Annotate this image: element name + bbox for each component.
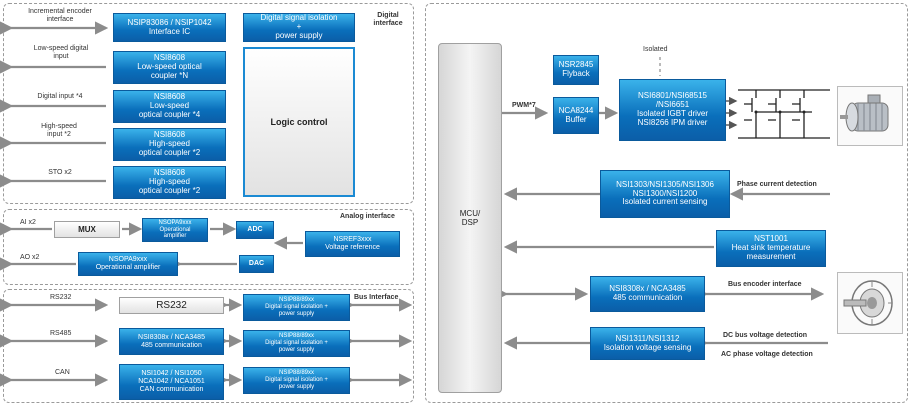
pwm-label: PWM*7 bbox=[512, 102, 536, 109]
label-incremental-encoder: Incremental encoder interface bbox=[28, 8, 92, 24]
digital-isolation-power-box: Digital signal isolation+power supply bbox=[243, 13, 355, 42]
phase-current-label: Phase current detection bbox=[737, 181, 817, 188]
bus-interface-title: Bus Interface bbox=[354, 294, 399, 301]
ac-phase-label: AC phase voltage detection bbox=[721, 351, 813, 358]
rs232-block: RS232 bbox=[119, 297, 224, 314]
label-high-speed-input: High-speed input *2 bbox=[41, 123, 77, 139]
analog-interface-panel bbox=[3, 209, 414, 285]
label-low-speed-input: Low-speed digital input bbox=[33, 45, 89, 61]
label-can: CAN bbox=[55, 369, 70, 376]
digital-interface-title: Digital interface bbox=[373, 12, 403, 28]
bus-encoder-label: Bus encoder interface bbox=[728, 281, 802, 288]
analog-interface-title: Analog interface bbox=[340, 213, 395, 220]
label-rs485: RS485 bbox=[50, 330, 72, 337]
encoder-image bbox=[837, 272, 903, 334]
main-power-panel bbox=[425, 3, 908, 403]
isolated-label: Isolated bbox=[643, 46, 668, 53]
mcu-dsp-block: MCU/DSP bbox=[438, 43, 502, 393]
label-ao: AO x2 bbox=[20, 254, 40, 261]
label-sto: STO x2 bbox=[48, 169, 72, 176]
logic-control-block: Logic control bbox=[243, 47, 355, 197]
mux-block: MUX bbox=[54, 221, 120, 238]
dc-bus-label: DC bus voltage detection bbox=[723, 332, 808, 339]
adc-block: ADC bbox=[236, 221, 274, 239]
label-digital-input-4: Digital input *4 bbox=[37, 93, 83, 100]
motor-image bbox=[837, 86, 903, 146]
label-ai: AI x2 bbox=[20, 219, 36, 226]
inverter-bridge bbox=[738, 89, 830, 139]
dac-block: DAC bbox=[239, 255, 274, 273]
label-rs232: RS232 bbox=[50, 294, 72, 301]
